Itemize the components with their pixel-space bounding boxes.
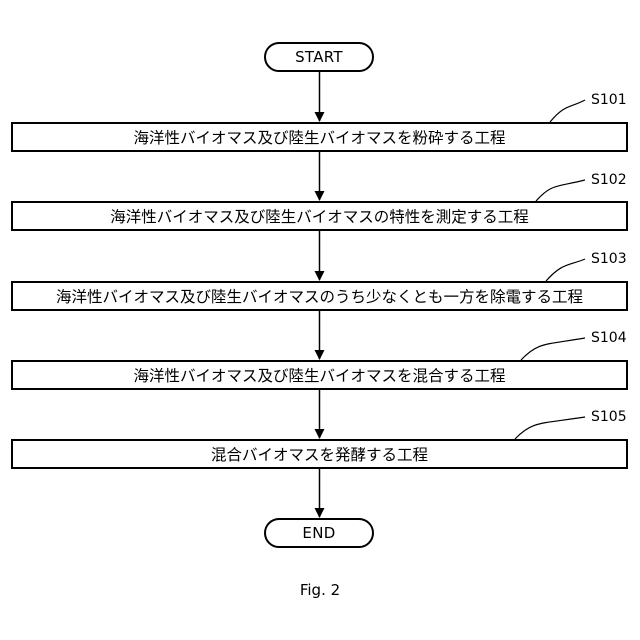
step-id-s102: S102 [591,172,627,188]
step-id-s104: S104 [591,330,627,346]
leader-s102 [536,180,585,201]
figure-caption: Fig. 2 [0,581,640,599]
step-box-s102: 海洋性バイオマス及び陸生バイオマスの特性を測定する工程 [11,201,628,231]
leader-s103 [546,259,585,281]
step-text-s103: 海洋性バイオマス及び陸生バイオマスのうち少なくとも一方を除電する工程 [56,285,583,307]
step-id-s101: S101 [591,92,627,108]
end-terminal: END [264,518,374,548]
step-text-s104: 海洋性バイオマス及び陸生バイオマスを混合する工程 [133,364,505,386]
step-text-s105: 混合バイオマスを発酵する工程 [211,443,428,465]
leader-s105 [515,417,585,439]
step-box-s103: 海洋性バイオマス及び陸生バイオマスのうち少なくとも一方を除電する工程 [11,281,628,311]
step-box-s104: 海洋性バイオマス及び陸生バイオマスを混合する工程 [11,360,628,390]
step-box-s101: 海洋性バイオマス及び陸生バイオマスを粉砕する工程 [11,122,628,152]
start-terminal: START [264,42,374,72]
step-text-s102: 海洋性バイオマス及び陸生バイオマスの特性を測定する工程 [110,205,529,227]
step-text-s101: 海洋性バイオマス及び陸生バイオマスを粉砕する工程 [133,126,505,148]
leader-s101 [550,100,585,122]
step-box-s105: 混合バイオマスを発酵する工程 [11,439,628,469]
step-id-s105: S105 [591,409,627,425]
leader-s104 [521,338,585,360]
end-label: END [302,524,335,542]
step-id-s103: S103 [591,251,627,267]
start-label: START [295,48,343,66]
